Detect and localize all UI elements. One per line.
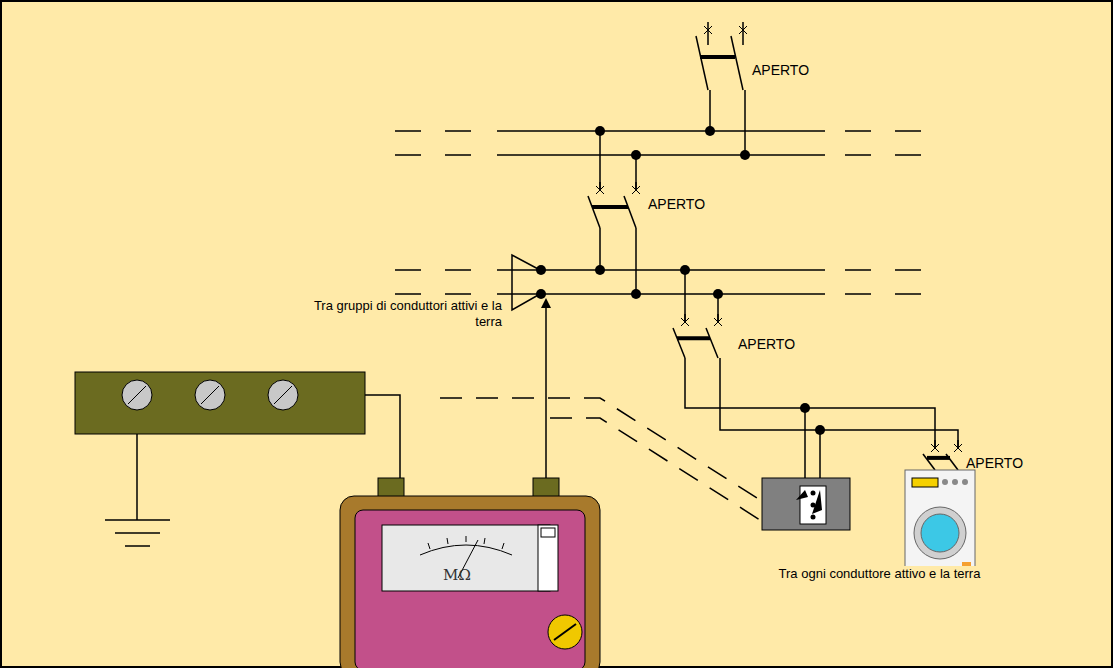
unit-label: MΩ (443, 566, 471, 584)
meter-display: MΩ (382, 560, 532, 590)
switch-state: APERTO (738, 336, 795, 352)
switch-state: APERTO (752, 62, 809, 78)
switch-state: APERTO (648, 196, 705, 212)
measurement-note: Tra gruppi di conduttori attivi e la ter… (282, 298, 504, 330)
measurement-note: Tra ogni conduttore attivo e la terra (770, 566, 989, 582)
switch-state: APERTO (966, 455, 1023, 471)
